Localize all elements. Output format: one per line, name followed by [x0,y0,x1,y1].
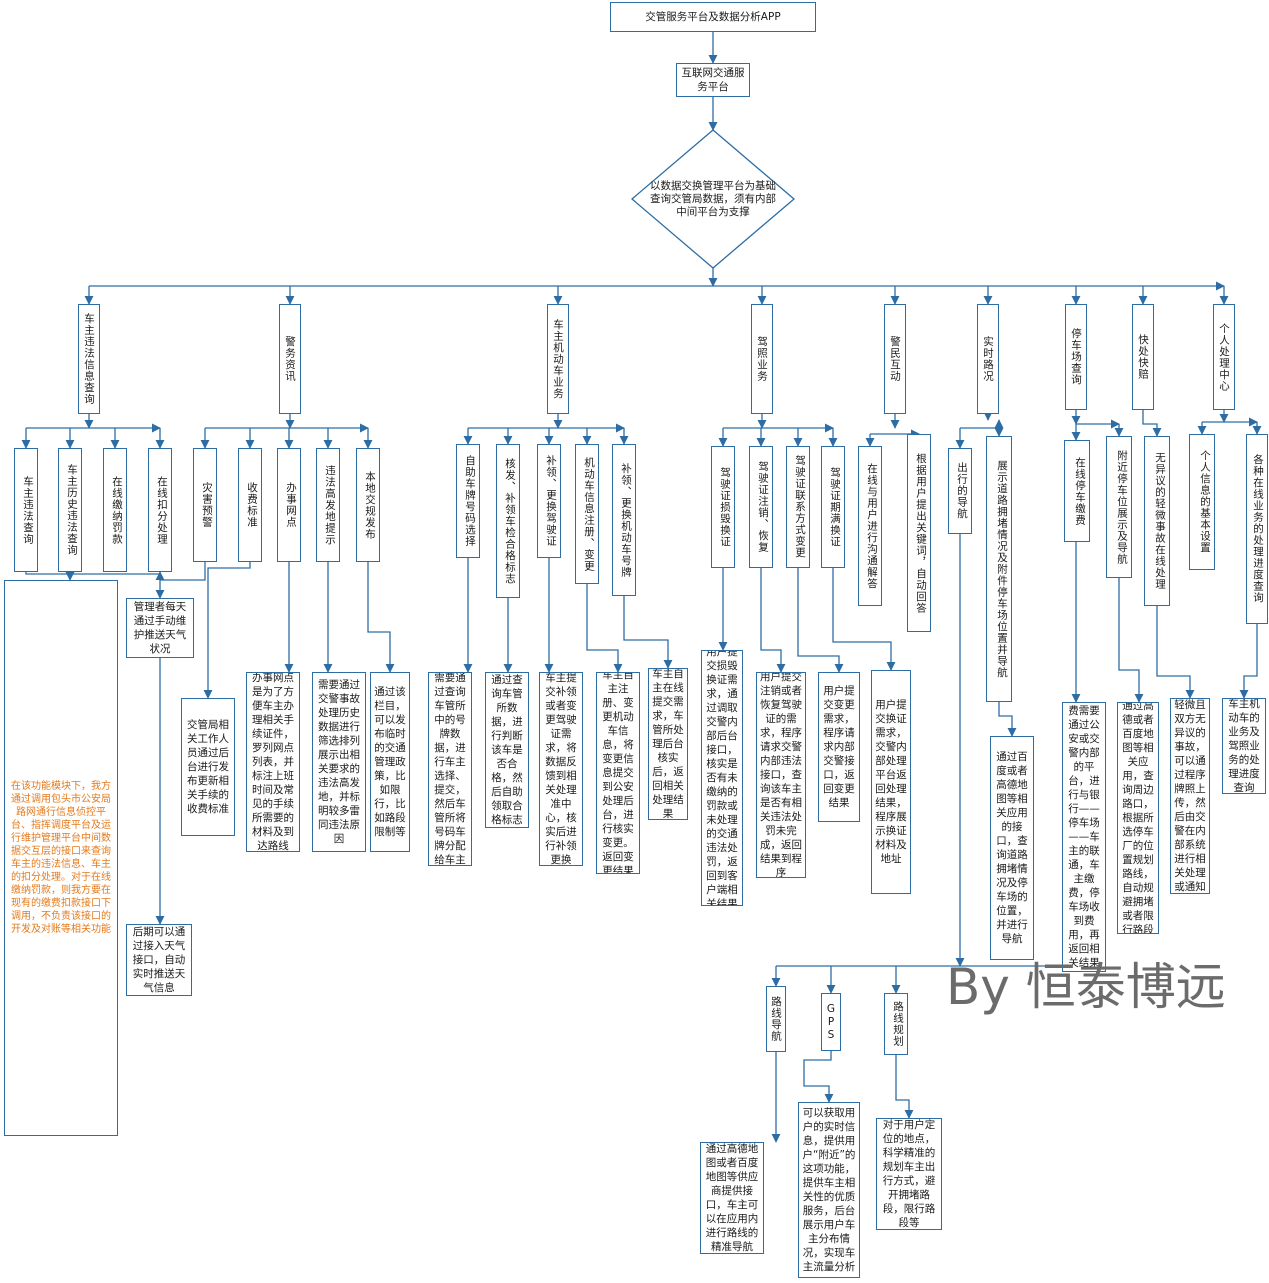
sub-personal-progress: 各种在线业务的处理进度查询 [1246,434,1268,624]
sub-parking-pay: 在线停车缴费 [1064,440,1090,542]
accident-detail: 轻微且双方无异议的事故，可以通过程序牌照上传，然后由交警在内部系统进行相关处理或… [1170,698,1210,894]
sub-news-hotspot: 违法高发地提示 [316,448,340,562]
driver-expire-detail: 用户提交换证需求，交警内部处理平台返回处理结果，程序展示换证材料及地址 [871,670,911,894]
driver-contact-detail: 用户提交变更需求，程序请求内部交警接口，返回变更结果 [818,672,860,822]
news-weather-later: 后期可以通过接入天气接口，自动实时推送天气信息 [126,924,192,996]
sub-parking-nearby: 附近停车位展示及导航 [1106,436,1132,578]
sub-driver-cancel: 驾驶证注销、恢复 [749,446,773,568]
sub-violation-pay: 在线缴纳罚款 [103,448,127,572]
sub-traffic-nav: 出行的导航 [948,448,972,534]
news-office-detail: 办事网点是为了方便车主办理相关手续证件，罗列网点列表，并标注上班时间及常见的手续… [246,672,300,852]
internet-platform-node: 互联网交通服务平台 [676,63,750,97]
traffic-route-nav-detail: 通过高德地图或者百度地图等供应商提供接口，车主可以在应用内进行路线的精准导航 [700,1142,764,1254]
connector-line [760,568,786,673]
module-parking: 停车场查询 [1065,304,1087,410]
app-title-node: 交管服务平台及数据分析APP [610,2,816,32]
sub-traffic-route-nav: 路线导航 [766,986,786,1052]
sub-violation-query: 车主违法查询 [14,448,38,572]
driver-cancel-detail: 用户提交注销或者恢复驾驶证的需求，程序请求交警内部违法接口，查询该车主是否有相关… [756,672,806,878]
module-driver: 驾照业务 [751,304,773,414]
violation-note: 在该功能模块下，我方通过调用包头市公安局路网通行信息侦控平台、指挥调度平台及运行… [4,580,118,1136]
sub-vehicle-license: 补领、更换驾驶证 [537,444,561,558]
module-personal: 个人处理中心 [1213,304,1235,410]
module-violation: 车主违法信息查询 [78,304,100,414]
traffic-gps-detail: 可以获取用户的实时信息，提供用户“附近”的这项功能，提供车主相关性的优质服务，后… [798,1102,860,1278]
module-news: 警务资讯 [279,304,301,414]
traffic-plan-detail: 对于用户定位的地点，科学精准的规划车主出行方式，避开拥堵路段，限行路段等 [876,1118,942,1230]
connector-line [797,568,844,673]
connector-line [25,571,165,581]
sub-vehicle-plate-replace: 补领、更换机动车号牌 [612,444,636,596]
news-rules-detail: 通过该栏目，可以发布临时的交通管理政策，比如限行，比如路段限制等 [370,672,410,852]
sub-driver-damage: 驾驶证损毁换证 [711,446,735,568]
connector-line [1156,606,1195,699]
watermark-text: By 恒泰博远 [946,958,1226,1016]
sub-violation-points: 在线扣分处理 [148,448,172,572]
sub-violation-history: 车主历史违法查询 [58,448,82,572]
sub-traffic-gps: GPS定位 [821,993,841,1051]
vehicle-inspect-detail: 通过查询车管所数据，进行判断该车是否合格，然后自助领取合格标志 [485,672,529,828]
vehicle-register-detail: 车主自主注册、变更机动车信息，将变更信息提交到公安处理后台，进行核实变更。返回变… [596,672,640,874]
news-fee-detail: 交管局相关工作人员通过后台进行发布更新相关手续的收费标准 [181,698,235,836]
sub-interact-auto: 根据用户提出关键词，自动回答 [907,434,931,632]
connector-line [1142,410,1162,437]
module-interact: 警民互动 [884,304,906,414]
module-vehicle: 车主机动车业务 [547,304,569,414]
traffic-congestion-detail: 通过百度或者高德地图等相关应用的接口，查询道路拥堵情况及停车场的位置，并进行导航 [990,736,1034,960]
connector-line [1239,624,1258,699]
sub-vehicle-plate: 自助车牌号码选择 [456,444,480,558]
connector-line [586,584,623,673]
sub-traffic-congestion: 展示道路拥堵情况及附件停车场位置并导航 [986,436,1012,702]
personal-progress-detail: 车主机动车的业务及驾照业务的处理进度查询 [1222,698,1266,794]
connector-line [623,596,673,669]
vehicle-license-detail: 车主提交补领或者变更驾驶证需求，将数据反馈到相关处理准中心，核实后进行补领更换 [539,672,583,866]
sub-vehicle-register: 机动车信息注册、变更 [575,444,599,584]
connector-line [367,562,395,673]
sub-news-disaster: 灾害预警 [193,448,217,562]
sub-news-office: 办事网点 [277,448,301,562]
decision-text: 以数据交换管理平台为基础查询交管局数据，须有内部中间平台为支撑 [650,179,776,218]
parking-pay-detail: 停车缴费需要通过公安或交警内部的平台，进行与银行——停车场——车主的联通，车主缴… [1062,702,1106,972]
connector-line [960,419,1004,429]
sub-vehicle-inspect: 核发、补领车检合格标志 [496,444,520,598]
driver-damage-detail: 用户提交损毁换证需求，通过调取交警内部后台接口，核实是否有未缴纳的罚款或未处理的… [701,650,743,906]
sub-driver-expire: 驾驶证期满换证 [821,446,845,568]
sub-personal-info: 个人信息的基本设置 [1189,434,1215,570]
news-weather-admin: 管理者每天通过手动维护推送天气状况 [126,598,194,658]
connector-line [1118,578,1144,703]
module-traffic: 实时路况 [977,304,999,414]
sub-traffic-plan: 路线规划 [884,993,908,1055]
sub-driver-contact: 驾驶证联系方式变更 [786,446,810,568]
sub-accident-online: 无异议的轻微事故在线处理 [1144,436,1170,606]
vehicle-plate-detail: 需要通过查询车管所中的号牌数据，进行车主选择、提交，然后车管所将号码车牌分配给车… [428,672,472,866]
connector-line [803,1051,834,1103]
news-hotspot-detail: 需要通过交警事故处理历史数据进行筛选排列展示出相关要求的违法高发地，并标明较多雷… [312,672,366,852]
connector-line [203,562,251,699]
sub-news-rules: 本地交规发布 [356,448,380,562]
sub-interact-chat: 在线与用户进行沟通解答 [858,446,882,606]
connector-line [895,1055,914,1119]
module-accident: 快处快赔 [1132,304,1154,410]
vehicle-plate-replace-detail: 车主自主在线提交需求，车管所处理后台核实后，返回相关处理结果 [648,668,688,820]
parking-nearby-detail: 通过高德或者百度地图等相关应用，查询周边路口，根据所选停车厂的位置规划路线，自动… [1117,702,1159,934]
connector-line [998,702,1017,737]
sub-news-fee: 收费标准 [238,448,262,562]
